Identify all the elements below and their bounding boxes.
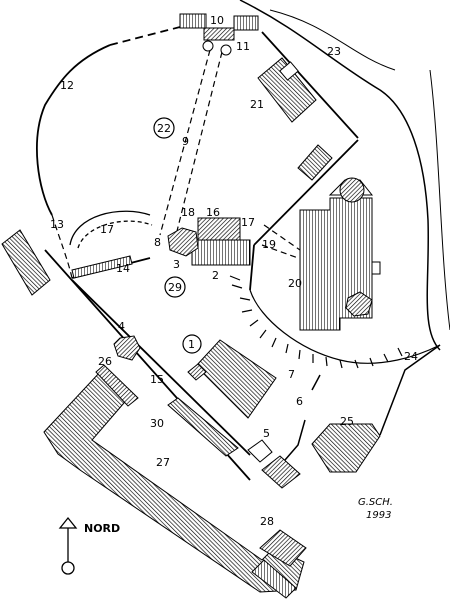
label-3: 3 <box>173 258 180 271</box>
building-west-strip <box>1 229 51 296</box>
signature-year: 1993 <box>366 510 391 521</box>
label-13: 13 <box>50 218 64 231</box>
building-10-left <box>179 13 207 29</box>
label-28: 28 <box>260 515 274 528</box>
label-17-west: 17 <box>100 223 114 236</box>
label-24: 24 <box>404 350 418 363</box>
site-labels: 22 29 1 2 3 4 5 6 7 8 9 10 11 12 13 14 1… <box>50 14 418 528</box>
stream-23 <box>239 0 450 351</box>
label-15: 15 <box>150 373 164 386</box>
buildings <box>1 13 381 599</box>
building-4 <box>113 335 141 361</box>
path-9a <box>159 49 211 236</box>
building-14 <box>71 255 133 279</box>
label-9: 9 <box>182 135 189 148</box>
wall-24 <box>284 344 441 461</box>
label-5: 5 <box>263 427 270 440</box>
gate-10 <box>203 27 235 41</box>
building-25 <box>311 423 381 473</box>
label-4: 4 <box>118 320 125 333</box>
label-11: 11 <box>236 40 250 53</box>
courtyard-ticks <box>229 275 441 369</box>
building-16 <box>197 217 241 241</box>
label-29-circle <box>164 276 186 298</box>
label-10: 10 <box>210 14 224 27</box>
label-2: 2 <box>212 269 219 282</box>
label-6: 6 <box>296 395 303 408</box>
wall-east <box>253 139 359 246</box>
signature: G.SCH. 1993 <box>358 497 393 521</box>
wall-19 <box>249 244 255 291</box>
wall-north-dashed <box>109 26 181 46</box>
label-30: 30 <box>150 417 164 430</box>
path-9b <box>175 51 223 236</box>
label-19: 19 <box>262 238 276 251</box>
gate-post-left <box>202 40 214 52</box>
path-19 <box>263 224 301 251</box>
building-steps <box>297 144 333 181</box>
wall-15 <box>71 279 251 456</box>
label-26: 26 <box>98 355 112 368</box>
wall-12 <box>36 44 111 216</box>
building-30 <box>167 397 239 457</box>
label-18: 18 <box>181 206 195 219</box>
label-1-circle <box>182 334 202 354</box>
wall-23 <box>261 31 359 139</box>
north-arrow-icon <box>58 516 78 529</box>
building-1-porch <box>187 363 207 381</box>
label-8: 8 <box>154 236 161 249</box>
arc-17 <box>69 210 153 249</box>
label-16: 16 <box>206 206 220 219</box>
dome-20 <box>339 177 365 203</box>
label-20: 20 <box>288 277 302 290</box>
signature-initials: G.SCH. <box>358 497 393 508</box>
building-18 <box>167 227 199 257</box>
label-22: 22 <box>157 122 171 135</box>
label-22-circle <box>153 117 175 139</box>
path-13 <box>51 214 73 279</box>
gate-5 <box>247 439 273 463</box>
label-7: 7 <box>288 368 295 381</box>
building-2 <box>191 239 251 266</box>
label-29: 29 <box>168 281 182 294</box>
building-1 <box>195 339 277 419</box>
building-21 <box>257 57 317 123</box>
north-arrow <box>58 516 78 575</box>
label-1: 1 <box>188 338 195 351</box>
building-10-right <box>233 15 259 31</box>
label-17-east: 17 <box>241 216 255 229</box>
north-label: NORD <box>84 522 120 535</box>
label-14: 14 <box>116 262 130 275</box>
gate-post-right <box>220 44 232 56</box>
label-23: 23 <box>327 45 341 58</box>
label-12: 12 <box>60 79 74 92</box>
path-19b <box>261 244 299 259</box>
label-21: 21 <box>250 98 264 111</box>
label-25: 25 <box>340 415 354 428</box>
label-27: 27 <box>156 456 170 469</box>
dashed-paths <box>51 49 301 279</box>
